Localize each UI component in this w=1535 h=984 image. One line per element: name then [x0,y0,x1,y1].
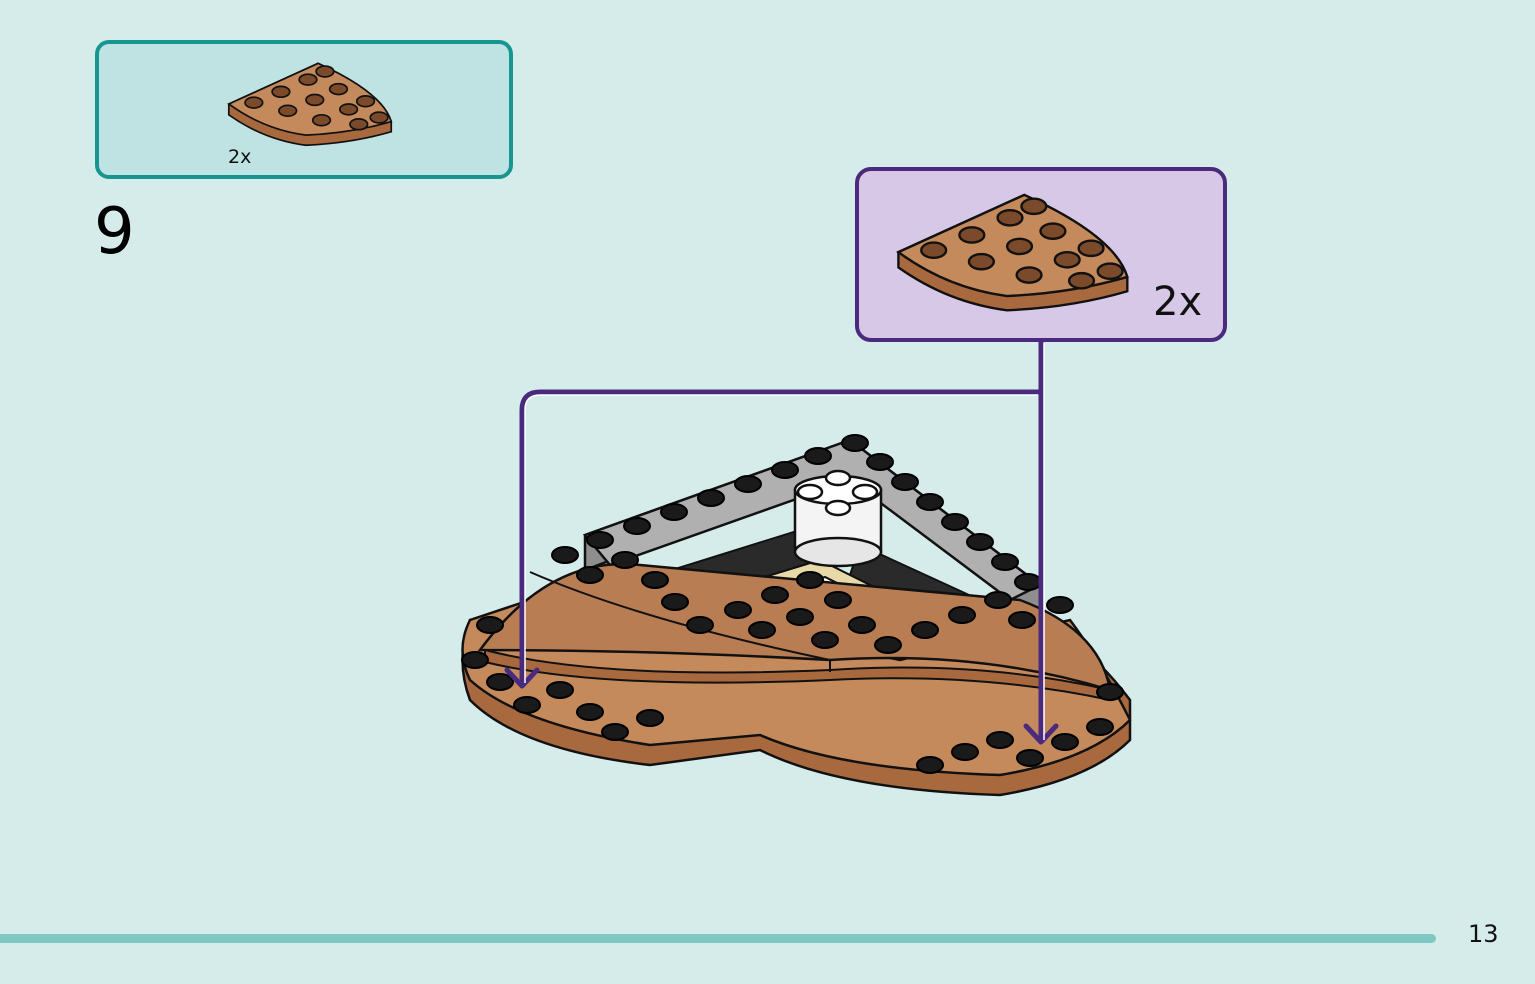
placement-arrow [504,337,1059,745]
callout-box: 2x [855,167,1227,342]
step-number: 9 [94,195,135,269]
footer-bar [0,934,1436,943]
parts-list-box: 2x [95,40,513,179]
callout-quantity: 2x [1153,279,1203,325]
parts-quantity: 2x [228,146,252,168]
quarter-circle-plate-icon [896,193,1129,312]
quarter-circle-plate-icon [227,62,393,147]
page-number: 13 [1468,920,1499,948]
